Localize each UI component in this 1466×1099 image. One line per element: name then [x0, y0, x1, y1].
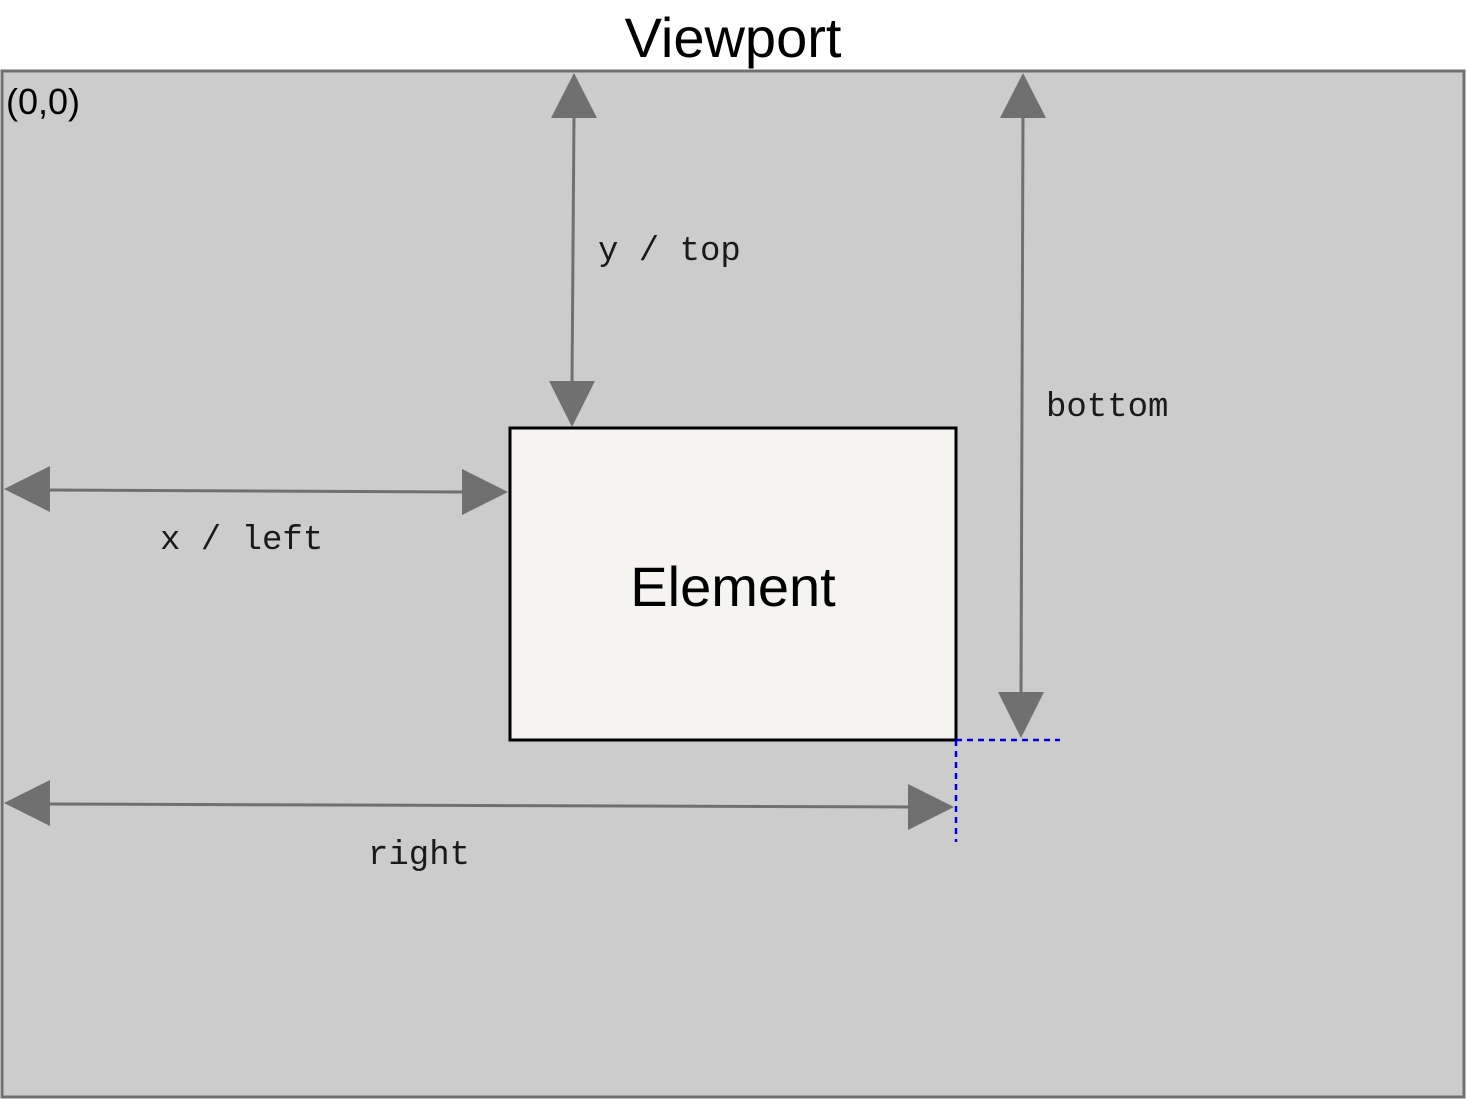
top-label: y / top	[598, 233, 741, 271]
bottom-label: bottom	[1046, 389, 1168, 427]
top-arrow	[549, 73, 597, 427]
viewport-title: Viewport	[625, 6, 842, 69]
left-label: x / left	[160, 522, 323, 560]
corner-guide-lines	[954, 738, 1060, 842]
right-arrow	[4, 780, 954, 830]
left-arrow	[4, 466, 508, 515]
element-box	[508, 426, 958, 742]
bottom-arrow	[998, 73, 1046, 738]
origin-label: (0,0)	[6, 81, 80, 122]
element-label: Element	[630, 555, 836, 618]
right-label: right	[368, 837, 470, 875]
